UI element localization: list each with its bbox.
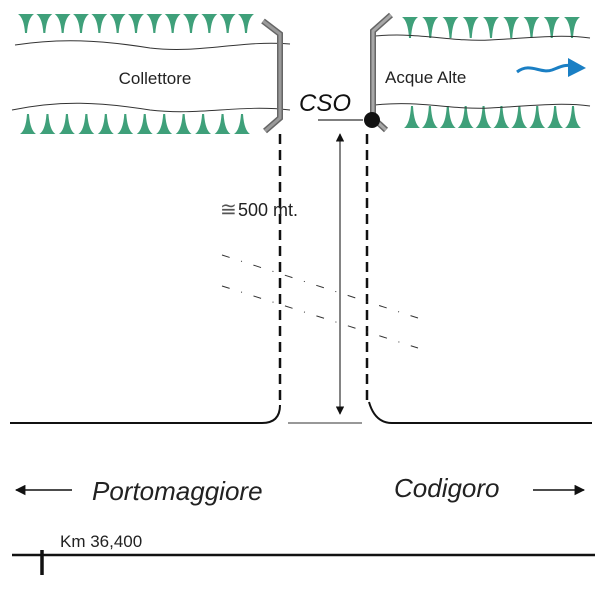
km-marker-label: Km 36,400 [60, 532, 142, 551]
grass-tuft-icon [183, 14, 199, 33]
grass-tuft-icon [128, 14, 144, 33]
grass-tuft-icon [91, 14, 108, 33]
grass-tuft-icon [529, 106, 546, 128]
grass-tuft-icon [20, 114, 36, 134]
break-line-upper [221, 254, 419, 319]
grass-tuft-icon [219, 14, 236, 33]
vegetation-right-top [402, 17, 580, 38]
grass-tuft-icon [156, 114, 173, 134]
grass-tuft-icon [78, 114, 95, 134]
grass-tuft-icon [214, 114, 231, 134]
grass-tuft-icon [523, 17, 540, 38]
grass-tuft-icon [404, 106, 420, 128]
grass-tuft-icon [565, 106, 581, 128]
flow-arrowhead-icon [568, 58, 586, 77]
flow-arrow-icon [516, 63, 573, 74]
collector-bank-bottom [11, 102, 291, 113]
grass-tuft-icon [511, 106, 528, 128]
cso-label: CSO [299, 90, 351, 117]
grass-tuft-icon [175, 114, 192, 134]
grass-tuft-icon [543, 17, 560, 38]
grass-tuft-icon [238, 14, 254, 33]
grass-tuft-icon [109, 14, 126, 33]
grass-tuft-icon [547, 106, 564, 128]
grass-tuft-icon [39, 114, 56, 134]
collector-bank-top [14, 40, 291, 51]
grass-tuft-icon [421, 106, 438, 128]
grass-tuft-icon [164, 14, 181, 33]
grass-tuft-icon [503, 17, 520, 38]
grass-tuft-icon [36, 14, 53, 33]
grass-tuft-icon [195, 114, 212, 134]
break-line-lower [221, 285, 419, 349]
high-waters-bank-top [374, 34, 591, 41]
grass-tuft-icon [483, 17, 499, 38]
right-wall-highlight [371, 13, 392, 132]
grass-tuft-icon [73, 14, 89, 33]
vegetation-right-bottom [404, 106, 581, 128]
right-ground [368, 401, 592, 424]
distance-label: 500 mt. [238, 200, 298, 220]
grass-tuft-icon [442, 17, 459, 38]
grass-tuft-icon [54, 14, 71, 33]
grass-tuft-icon [493, 106, 510, 128]
grass-tuft-icon [136, 114, 153, 134]
left-town-label: Portomaggiore [92, 476, 263, 506]
grass-tuft-icon [201, 14, 218, 33]
grass-tuft-icon [58, 114, 75, 134]
vegetation-left-top [18, 14, 254, 33]
grass-tuft-icon [422, 17, 439, 38]
grass-tuft-icon [457, 106, 474, 128]
grass-tuft-icon [146, 14, 163, 33]
left-wall [261, 18, 283, 134]
approx-symbol: ≅ [220, 199, 237, 221]
cso-point [364, 112, 380, 128]
grass-tuft-icon [18, 14, 34, 33]
left-ground [10, 404, 281, 424]
grass-tuft-icon [97, 114, 114, 134]
grass-tuft-icon [439, 106, 456, 128]
collector-label: Collettore [119, 69, 192, 88]
high-waters-bank-bottom [374, 103, 591, 109]
grass-tuft-icon [475, 106, 492, 128]
grass-tuft-icon [234, 114, 250, 134]
grass-tuft-icon [402, 17, 418, 38]
right-town-label: Codigoro [394, 473, 500, 503]
grass-tuft-icon [462, 17, 479, 38]
grass-tuft-icon [564, 17, 580, 38]
high-waters-label: Acque Alte [385, 68, 466, 87]
vegetation-left-bottom [20, 114, 250, 134]
grass-tuft-icon [117, 114, 134, 134]
left-wall-highlight [262, 19, 282, 133]
